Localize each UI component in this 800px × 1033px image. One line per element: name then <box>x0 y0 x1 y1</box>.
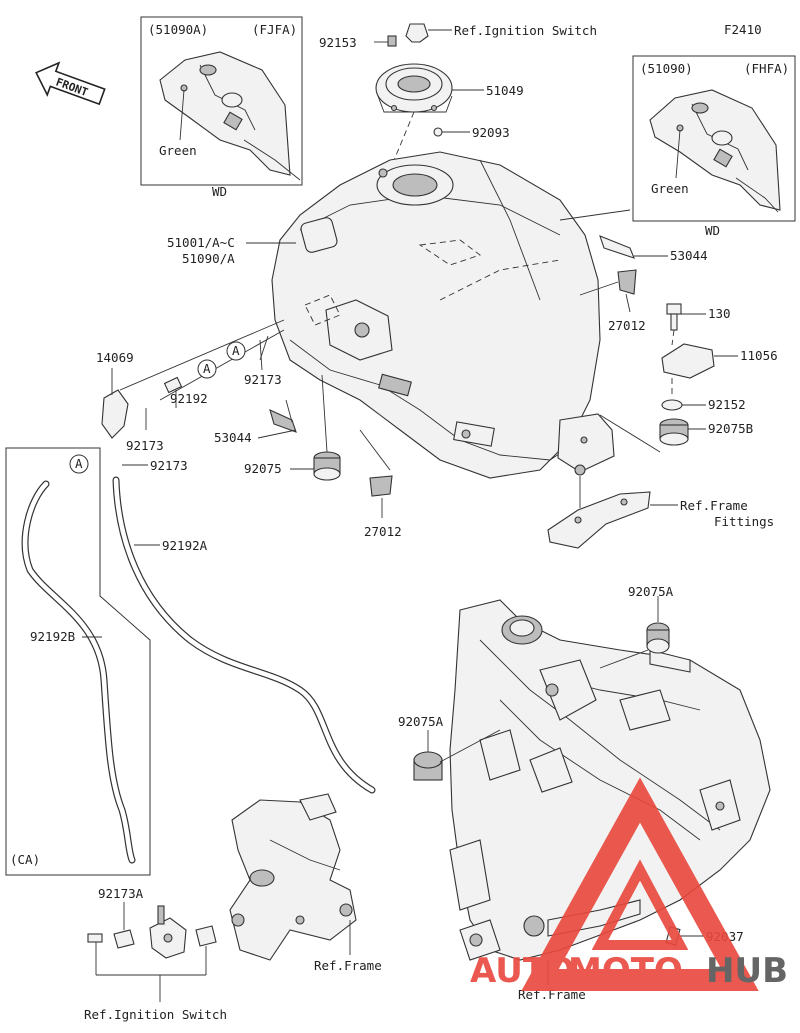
callout-92173-c: 92173 <box>150 458 188 473</box>
tank-cover-left-icon <box>159 51 301 181</box>
label-27012-bottom-icon <box>369 475 393 497</box>
callout-92075a-left: 92075A <box>398 714 444 729</box>
svg-text:A: A <box>203 361 211 376</box>
callout-92173-a: 92173 <box>244 372 282 387</box>
frame-fittings-bracket <box>547 413 651 549</box>
inset-right-frame <box>632 55 796 222</box>
watermark-hub: HUB <box>706 951 788 991</box>
inset-right-variant: (FHFA) <box>744 61 789 76</box>
callout-ref-frame-fittings-2: Fittings <box>714 514 774 529</box>
left-tank-parts <box>101 376 393 497</box>
ignition-switch-parts <box>87 905 217 959</box>
label-27012-right-icon <box>617 269 637 295</box>
right-tank-parts <box>599 235 715 446</box>
damper-92075a-top-icon <box>646 622 670 654</box>
callout-51049: 51049 <box>486 83 524 98</box>
fuel-cap-assembly <box>375 23 453 137</box>
pad-53044-right-icon <box>599 235 635 259</box>
callout-92152: 92152 <box>708 397 746 412</box>
hose-92192a <box>112 476 376 794</box>
callout-130: 130 <box>708 306 731 321</box>
ca-box-label: (CA) <box>10 852 40 867</box>
clip-92173a-icon <box>113 929 135 949</box>
front-arrow-icon: FRONT <box>35 61 106 106</box>
fuel-tank <box>271 151 601 479</box>
circle-marker-a1: A <box>197 359 217 379</box>
automotohub-watermark: AUTO MOTO HUB <box>470 777 788 991</box>
watermark-triangle-icon <box>521 777 759 991</box>
damper-92075b-icon <box>659 418 689 446</box>
watermark-auto: AUTO <box>470 951 575 991</box>
o-ring-92093-icon <box>433 127 443 137</box>
ignition-switch-boss-icon <box>405 23 429 43</box>
tank-cover-right-icon <box>649 89 781 213</box>
frame-assembly <box>449 599 771 961</box>
callout-51001: 51001/A~C <box>167 235 235 250</box>
callout-92192a: 92192A <box>162 538 208 553</box>
inset-left-variant: (FJFA) <box>252 22 297 37</box>
screw-92153-icon <box>387 35 397 47</box>
circle-marker-a3: A <box>69 454 89 474</box>
screw-left-icon <box>87 933 103 943</box>
hose-92192-icon <box>163 376 183 394</box>
callout-92192b: 92192B <box>30 629 75 644</box>
callout-27012-right: 27012 <box>608 318 646 333</box>
fitting-14069-icon <box>101 389 129 439</box>
inset-right-footer: WD <box>705 223 720 238</box>
callout-ref-frame-mid: Ref.Frame <box>314 958 382 973</box>
frame-bracket-lower-left <box>229 793 357 961</box>
callout-53044-left: 53044 <box>214 430 252 445</box>
callout-92075: 92075 <box>244 461 282 476</box>
callout-92173a: 92173A <box>98 886 144 901</box>
figure-code: F2410 <box>724 22 762 37</box>
svg-text:A: A <box>232 343 240 358</box>
circle-marker-a2: A <box>226 341 246 361</box>
svg-text:A: A <box>75 456 83 471</box>
callout-92075b: 92075B <box>708 421 753 436</box>
inset-left-code: (51090A) <box>148 22 208 37</box>
callout-14069: 14069 <box>96 350 134 365</box>
damper-92075-icon <box>313 451 341 481</box>
callout-27012-bottom: 27012 <box>364 524 402 539</box>
ca-box-frame <box>5 447 151 876</box>
callout-92075a-top: 92075A <box>628 584 674 599</box>
callout-92173-b: 92173 <box>126 438 164 453</box>
bolt-130-icon <box>666 303 682 331</box>
callout-11056: 11056 <box>740 348 778 363</box>
inset-left-frame <box>140 16 303 186</box>
bracket-11056-icon <box>661 343 715 379</box>
washer-92152-icon <box>661 399 683 411</box>
callout-92192: 92192 <box>170 391 208 406</box>
inset-left: (51090A) (FJFA) Green WD <box>140 16 303 199</box>
callout-ref-ignition-top: Ref.Ignition Switch <box>454 23 597 38</box>
inset-right: (51090) (FHFA) Green WD <box>632 55 796 238</box>
callout-92093: 92093 <box>472 125 510 140</box>
inset-left-footer: WD <box>212 184 227 199</box>
ca-box: (CA) <box>5 447 151 876</box>
damper-92075a-left-icon <box>413 751 443 781</box>
callout-51090a: 51090/A <box>182 251 235 266</box>
callout-ref-ignition-bottom: Ref.Ignition Switch <box>84 1007 227 1022</box>
callout-53044-right: 53044 <box>670 248 708 263</box>
callout-ref-frame-fittings-1: Ref.Frame <box>680 498 748 513</box>
inset-right-code: (51090) <box>640 61 693 76</box>
inset-right-color-note: Green <box>651 181 689 196</box>
watermark-moto: MOTO <box>568 951 683 991</box>
inset-left-color-note: Green <box>159 143 197 158</box>
callout-92153: 92153 <box>319 35 357 50</box>
pad-53044-left-icon <box>269 409 297 433</box>
